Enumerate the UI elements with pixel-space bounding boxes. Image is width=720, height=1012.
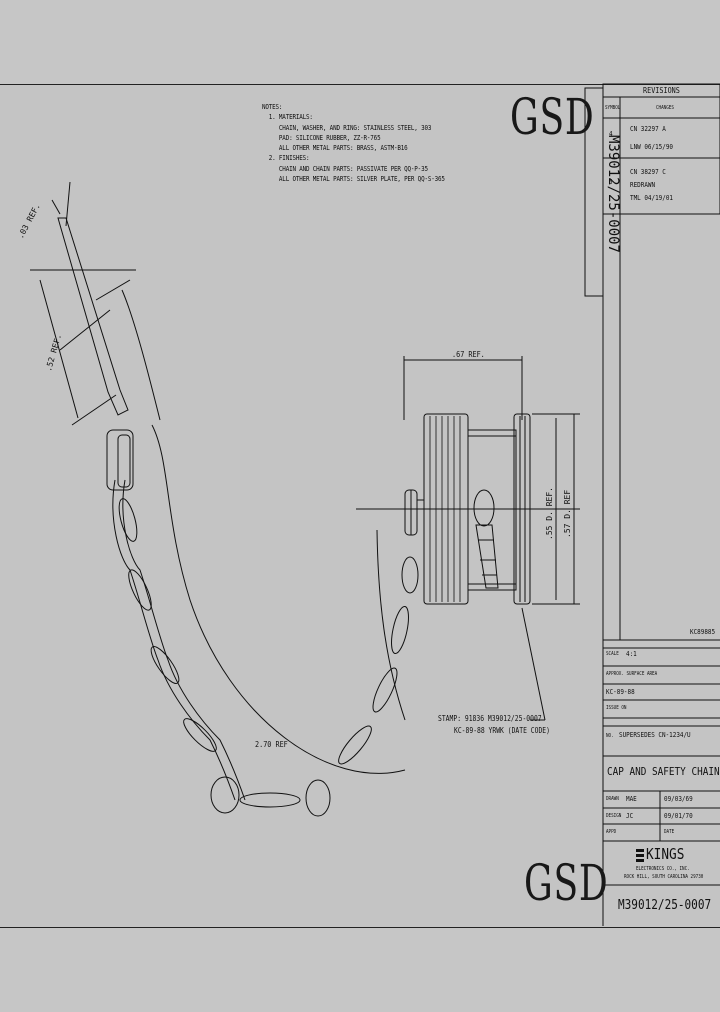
- revisions-title: REVISIONS: [643, 86, 680, 95]
- drawing-notes: NOTES: 1. MATERIALS: CHAIN, WASHER, AND …: [262, 102, 445, 184]
- drawn-label: DRAWN: [606, 796, 619, 802]
- drawing-title: CAP AND SAFETY CHAIN, BNC: [607, 765, 720, 778]
- rev-col-sym: SYMBOL: [605, 105, 621, 111]
- rev-row-text: CN 32297 A: [630, 125, 666, 133]
- design-label: DESIGN: [606, 813, 622, 819]
- drawn-by: MAE: [626, 795, 637, 803]
- gsd-mark-bottom: GSD: [524, 854, 609, 912]
- surface-area-label: APPROX. SURFACE AREA: [606, 671, 658, 677]
- drawn-date: 09/03/69: [664, 795, 693, 803]
- note-line: 1. MATERIALS:: [262, 112, 313, 122]
- dim-55-ref: .55 D. REF.: [545, 487, 554, 540]
- note-line: CHAIN, WASHER, AND RING: STAINLESS STEEL…: [262, 122, 432, 132]
- note-line: PAD: SILICONE RUBBER, ZZ-R-765: [262, 132, 381, 142]
- note-line: ALL OTHER METAL PARTS: SILVER PLATE, PER…: [262, 174, 445, 184]
- company-line-2: ELECTRONICS CO., INC.: [636, 866, 690, 872]
- drawing-sheet: [0, 84, 720, 928]
- gsd-mark-top: GSD: [510, 88, 595, 146]
- scale-value: 4:1: [626, 650, 637, 658]
- company-line-3: ROCK HILL, SOUTH CAROLINA 29730: [624, 874, 704, 880]
- part-number: M39012/25-0007: [618, 898, 712, 913]
- rev-col-changes: CHANGES: [656, 105, 674, 111]
- rev-row-text: REDRAWN: [630, 181, 656, 189]
- company-logo: KINGS: [646, 845, 685, 863]
- supersedes-label: NO.: [606, 733, 614, 739]
- rev-row-text: CN 38297 C: [630, 168, 666, 176]
- vertical-part-number: M39012/25-0007: [605, 134, 621, 253]
- note-line: ALL OTHER METAL PARTS: BRASS, ASTM-B16: [262, 143, 408, 153]
- note-line: 2. FINISHES:: [262, 153, 310, 163]
- dim-57-ref: .57 D. REF: [563, 489, 572, 538]
- rev-row-sym: 4: [609, 130, 613, 138]
- drawing-code: KC89885: [690, 628, 716, 636]
- design-date: 09/01/70: [664, 812, 693, 820]
- dim-270-ref: 2.70 REF: [255, 740, 288, 749]
- appd-label: APPD: [606, 829, 617, 835]
- scale-label: SCALE: [606, 651, 619, 657]
- rev-row-text: TML 04/19/01: [630, 194, 673, 202]
- rev-row-text: LNW 06/15/90: [630, 143, 673, 151]
- dim-67-ref: .67 REF.: [452, 350, 485, 359]
- supersedes-text: SUPERSEDES CN-1234/U: [619, 731, 691, 739]
- rev-row-sym: 5: [609, 178, 613, 186]
- chain-outline-arc: [151, 424, 406, 774]
- design-by: JC: [626, 812, 634, 820]
- note-line: NOTES:: [262, 102, 283, 111]
- issue-label: ISSUE ON: [606, 705, 627, 711]
- dwg-number: KC-89-88: [606, 688, 635, 696]
- appd-date-label: DATE: [664, 829, 675, 835]
- stamp-line-1: STAMP: 91836 M39012/25-0007: [438, 714, 542, 723]
- stamp-line-2: KC-89-88 YRWK (DATE CODE): [454, 726, 550, 735]
- note-line: CHAIN AND CHAIN PARTS: PASSIVATE PER QQ-…: [262, 163, 428, 173]
